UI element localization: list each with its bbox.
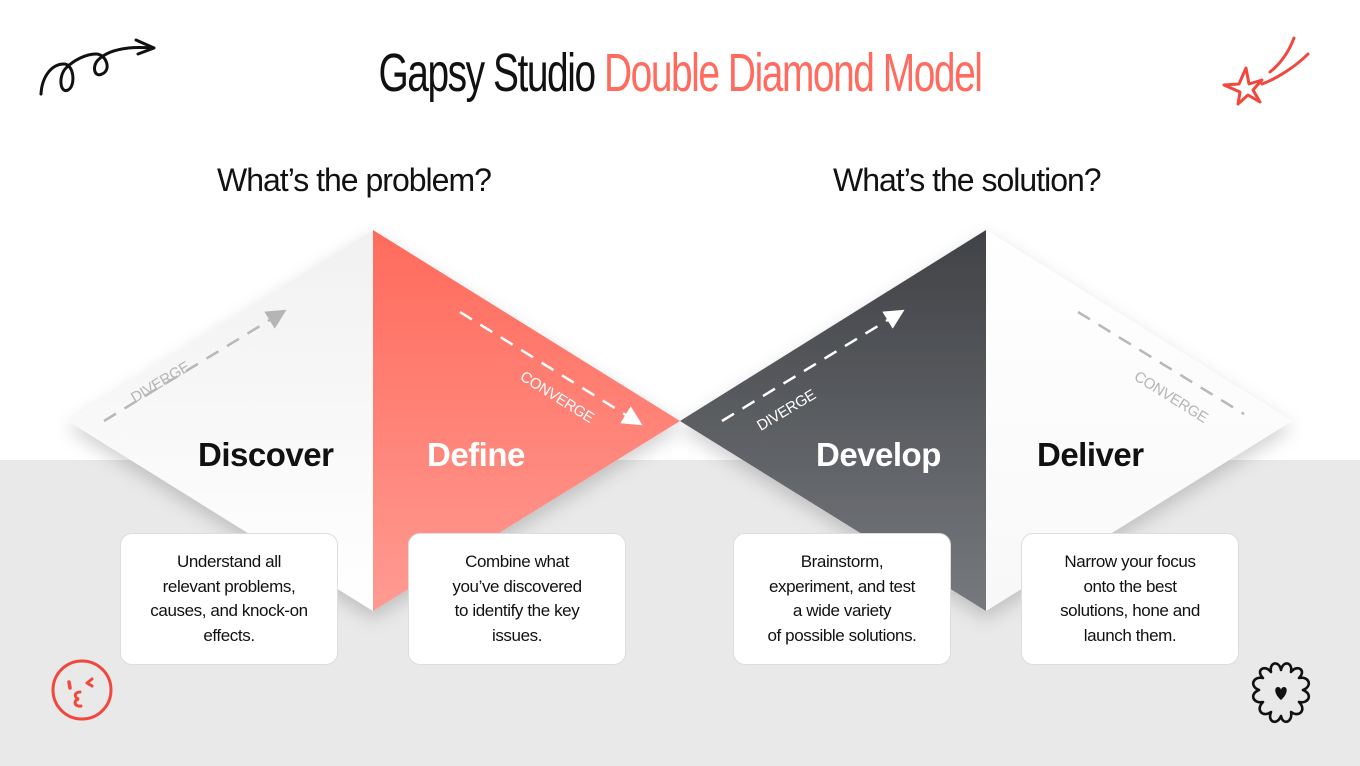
- description-line: onto the best: [1083, 576, 1177, 596]
- description-line: you’ve discovered: [452, 576, 582, 596]
- stage-define: Define: [427, 436, 525, 473]
- question-problem: What’s the problem?: [217, 162, 492, 198]
- description-line: Brainstorm,: [800, 552, 884, 571]
- develop-description-card: Brainstorm, experiment, and test a wide …: [733, 533, 951, 665]
- discover-description-card: Understand all relevant problems, causes…: [120, 533, 338, 665]
- description-line: solutions, hone and: [1060, 601, 1200, 620]
- description-line: issues.: [491, 625, 543, 645]
- stage-deliver: Deliver: [1037, 436, 1144, 473]
- define-triangle: [373, 230, 680, 611]
- description-line: experiment, and test: [768, 576, 915, 596]
- description-line: effects.: [203, 625, 255, 645]
- discover-triangle: [68, 230, 373, 611]
- question-solution: What’s the solution?: [833, 162, 1102, 198]
- title-brand: Gapsy Studio: [378, 43, 596, 103]
- description-line: Narrow your focus: [1064, 552, 1196, 571]
- page-title: Gapsy Studio Double Diamond Model: [190, 38, 1169, 108]
- stage-discover: Discover: [198, 436, 334, 473]
- flower-heart-icon: [1251, 662, 1311, 724]
- description-line: of possible solutions.: [767, 625, 917, 645]
- shooting-star-icon: [1222, 36, 1310, 106]
- description-line: launch them.: [1083, 625, 1177, 645]
- spiral-arrow-icon: [39, 38, 156, 96]
- deliver-triangle: [986, 230, 1292, 611]
- discover-diverge-arrow: [103, 309, 287, 423]
- develop-triangle: [680, 230, 986, 611]
- description-line: to identify the key: [454, 601, 580, 620]
- kissing-face-icon: [51, 659, 113, 721]
- stage-develop: Develop: [816, 436, 941, 473]
- description-line: causes, and knock-on: [150, 601, 308, 620]
- deliver-description-card: Narrow your focus onto the best solution…: [1021, 533, 1239, 665]
- description-line: Understand all: [176, 552, 281, 571]
- description-line: relevant problems,: [162, 576, 296, 596]
- deliver-converge-line: [1077, 310, 1245, 416]
- define-description-card: Combine what you’ve discovered to identi…: [408, 533, 626, 665]
- description-line: Combine what: [465, 552, 569, 571]
- define-converge-arrow: [459, 310, 643, 426]
- develop-diverge-arrow: [721, 309, 905, 423]
- title-model: Double Diamond Model: [603, 43, 983, 103]
- description-line: a wide variety: [792, 601, 892, 620]
